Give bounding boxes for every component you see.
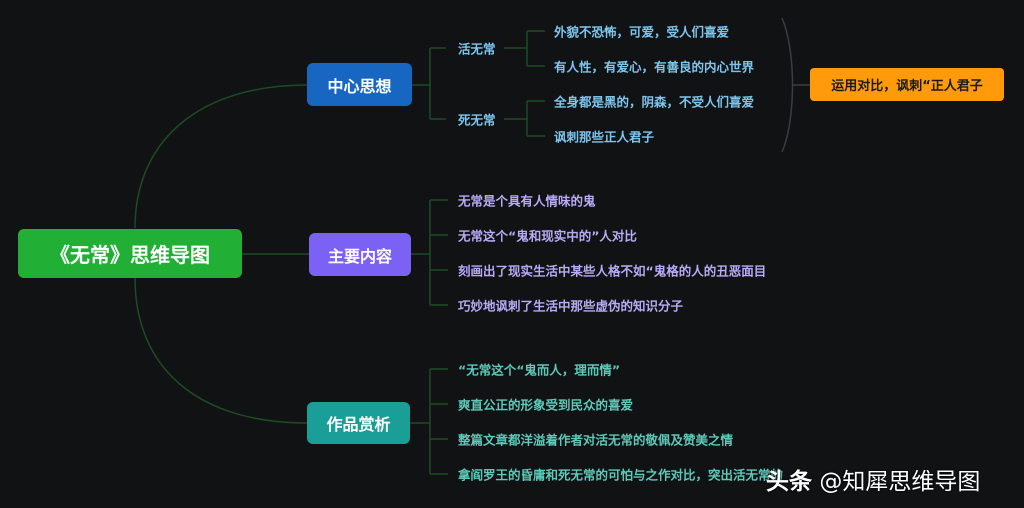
watermark-brand: 头条 (766, 469, 812, 495)
group-label-si-wuchang[interactable]: 死无常 (458, 112, 496, 128)
branch-node-appreciation[interactable]: 作品赏析 (307, 402, 410, 444)
leaf-item[interactable]: 爽直公正的形象受到民众的喜爱 (458, 397, 634, 413)
leaf-item[interactable]: “无常这个“鬼而人，理而情” (458, 362, 621, 378)
root-node[interactable]: 《无常》思维导图 (18, 229, 242, 278)
leaf-item[interactable]: 无常这个“鬼和现实中的”人对比 (458, 228, 637, 244)
leaf-item[interactable]: 拿阎罗王的昏庸和死无常的可怕与之作对比，突出活无常的 (458, 467, 784, 483)
summary-node[interactable]: 运用对比，讽刺“正人君子 (810, 68, 1004, 101)
leaf-item[interactable]: 全身都是黑的，阴森，不受人们喜爱 (554, 94, 755, 110)
leaf-item[interactable]: 无常是个具有人情味的鬼 (458, 193, 596, 209)
watermark: 头条 @知犀思维导图 (766, 462, 980, 496)
leaf-item[interactable]: 讽刺那些正人君子 (554, 129, 655, 145)
leaf-item[interactable]: 外貌不恐怖，可爱，受人们喜爱 (554, 24, 730, 40)
branch-node-main-content[interactable]: 主要内容 (309, 233, 411, 276)
watermark-account: @知犀思维导图 (819, 469, 981, 495)
leaf-item[interactable]: 巧妙地讽刺了生活中那些虚伪的知识分子 (458, 298, 684, 314)
leaf-item[interactable]: 刻画出了现实生活中某些人格不如“鬼格的人的丑恶面目 (458, 263, 767, 279)
leaf-item[interactable]: 有人性，有爱心，有善良的内心世界 (554, 59, 755, 75)
leaf-item[interactable]: 整篇文章都洋溢着作者对活无常的敬佩及赞美之情 (458, 432, 734, 448)
branch-node-central-idea[interactable]: 中心思想 (307, 63, 412, 106)
group-label-huo-wuchang[interactable]: 活无常 (458, 41, 496, 57)
